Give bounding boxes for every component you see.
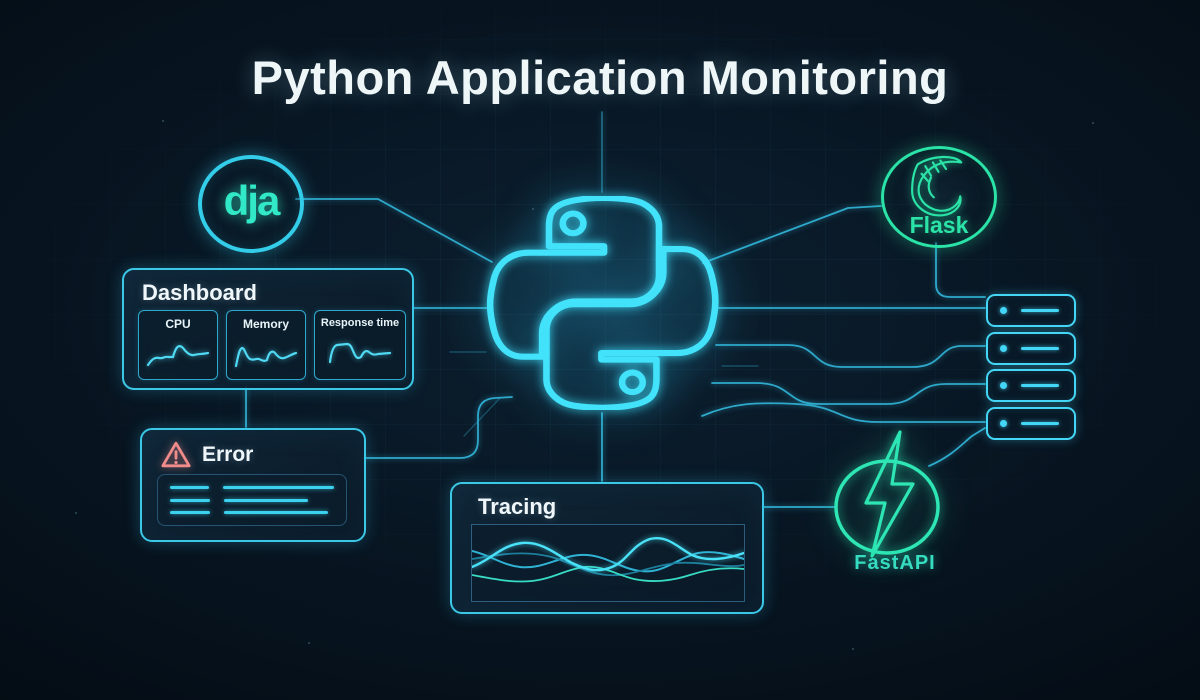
dashboard-title: Dashboard — [142, 280, 257, 305]
django-label: dja — [223, 177, 281, 224]
flask-badge: Flask — [881, 146, 997, 248]
log-bar — [170, 510, 210, 514]
metric-card-label: Response time — [320, 317, 400, 329]
error-panel: Error — [140, 428, 366, 542]
tracing-panel: Tracing — [450, 482, 764, 614]
error-title: Error — [202, 442, 254, 466]
log-bar — [170, 486, 210, 490]
background-dot — [430, 88, 432, 90]
server-led-dot — [1000, 382, 1007, 389]
fastapi-label: FastAPI — [854, 552, 936, 574]
metric-cards: CPU Memory Response time — [138, 310, 406, 380]
metric-card-response-time: Response time — [314, 310, 406, 380]
django-badge: dja — [198, 155, 304, 253]
response-time-sparkline-chart — [328, 342, 392, 364]
trace-waves-chart — [471, 524, 745, 602]
lightning-bolt-icon — [834, 430, 940, 558]
log-line — [170, 510, 334, 514]
log-bar — [170, 498, 210, 502]
tracing-title: Tracing — [478, 494, 557, 519]
background-dot — [162, 120, 164, 122]
python-logo-icon — [486, 196, 719, 410]
memory-sparkline-chart — [234, 346, 298, 368]
flask-label: Flask — [909, 212, 969, 238]
page-title: Python Application Monitoring — [251, 51, 949, 104]
server-led-dot — [1000, 307, 1007, 314]
fastapi-badge: FastAPI — [830, 425, 960, 575]
server-icon — [986, 294, 1076, 327]
error-header: Error — [160, 440, 253, 469]
log-line — [170, 498, 334, 502]
log-bar — [223, 486, 334, 490]
error-log-lines — [157, 474, 347, 526]
server-icon — [986, 369, 1076, 402]
metric-card-cpu: CPU — [138, 310, 218, 380]
background-dot — [308, 642, 310, 644]
server-icon — [986, 407, 1076, 440]
trace-waves-svg — [472, 537, 744, 583]
metric-card-memory: Memory — [226, 310, 306, 380]
metric-card-label: CPU — [165, 317, 191, 331]
background-dot — [852, 648, 854, 650]
metric-card-label: Memory — [242, 317, 289, 331]
log-bar — [224, 498, 308, 502]
flask-horn-icon — [911, 155, 963, 217]
log-line — [170, 486, 334, 490]
server-slot-line — [1021, 309, 1059, 312]
server-slot-line — [1021, 347, 1059, 350]
background-dot — [75, 512, 77, 514]
server-led-dot — [1000, 420, 1007, 427]
dashboard-panel: Dashboard CPU Memory Response time — [122, 268, 414, 390]
warning-triangle-icon — [161, 441, 191, 468]
cpu-sparkline-chart — [146, 345, 210, 367]
server-slot-line — [1021, 384, 1059, 387]
server-led-dot — [1000, 345, 1007, 352]
log-bar — [224, 510, 328, 514]
server-slot-line — [1021, 422, 1059, 425]
background-dot — [532, 208, 534, 210]
server-icon — [986, 332, 1076, 365]
background-dot — [1092, 122, 1094, 124]
